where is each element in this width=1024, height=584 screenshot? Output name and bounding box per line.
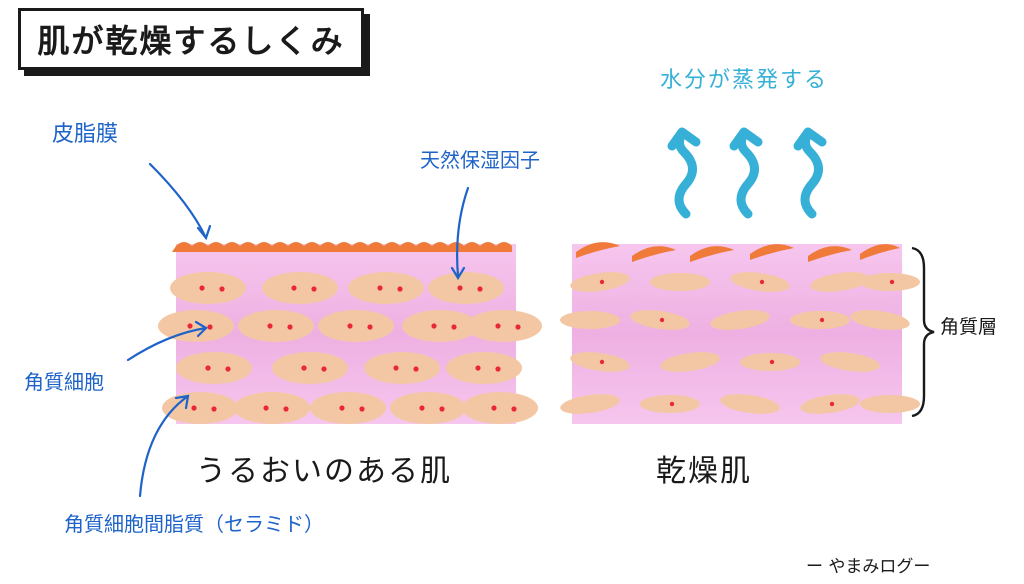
nmf-dot <box>207 324 213 330</box>
nmf-dot <box>191 405 197 411</box>
nmf-dot <box>439 406 445 412</box>
nmf-arrow <box>456 186 470 278</box>
dry-cell <box>820 352 880 372</box>
dry-skin-block <box>560 127 920 424</box>
moist-cell <box>238 310 314 342</box>
nmf-dot <box>599 279 605 285</box>
nmf-dot <box>495 323 501 329</box>
dry-cell <box>560 311 620 329</box>
nmf-dot <box>377 285 383 291</box>
nmf-dot <box>495 366 501 372</box>
ceramide-arrow <box>138 394 190 498</box>
nmf-dot <box>669 401 675 407</box>
nmf-dot <box>205 365 211 371</box>
sebum-label: 皮脂膜 <box>52 122 119 147</box>
annotation-arrows <box>126 162 470 498</box>
moist-cell <box>462 392 538 424</box>
moist-cell <box>262 272 338 304</box>
nmf-dot <box>367 324 373 330</box>
moist-skin-caption: うるおいのある肌 <box>196 454 452 489</box>
nmf-dot <box>301 365 307 371</box>
dry-cell <box>850 310 910 330</box>
broken-sebum <box>576 242 900 262</box>
nmf-dot <box>475 365 481 371</box>
nmf-dot <box>889 279 895 285</box>
water-evaporation-label: 水分が蒸発する <box>660 68 829 93</box>
page-title: 肌が乾燥するしくみ <box>37 22 345 60</box>
moist-cell <box>348 272 424 304</box>
nmf-dot <box>397 286 403 292</box>
nmf-dot <box>413 366 419 372</box>
moist-cell <box>390 392 466 424</box>
nmf-dot <box>769 359 775 365</box>
moist-cell <box>402 310 478 342</box>
moist-skin-block <box>158 242 542 424</box>
moist-cell <box>234 392 310 424</box>
nmf-dot <box>829 401 835 407</box>
nmf-dot <box>347 323 353 329</box>
nmf-dot <box>393 365 399 371</box>
nmf-dot <box>199 285 205 291</box>
nmf-dot <box>659 317 665 323</box>
nmf-dot <box>457 285 463 291</box>
nmf-dot <box>283 406 289 412</box>
moist-cell <box>176 352 252 384</box>
moist-cell <box>318 310 394 342</box>
corneocyte-arrow <box>126 326 208 362</box>
ceramide-label: 角質細胞間脂質（セラミド） <box>64 512 324 536</box>
moist-cell <box>170 272 246 304</box>
dry-cell <box>720 394 780 414</box>
nmf-label: 天然保湿因子 <box>420 148 540 172</box>
nmf-dot <box>511 406 517 412</box>
nmf-dot <box>267 323 273 329</box>
nmf-dot <box>515 324 521 330</box>
dry-cell <box>560 394 620 414</box>
moist-cells <box>158 272 542 424</box>
nmf-dot <box>287 324 293 330</box>
nmf-dot <box>291 285 297 291</box>
nmf-dot <box>211 406 217 412</box>
title-box: 肌が乾燥するしくみ <box>18 8 364 70</box>
dry-skin-caption: 乾燥肌 <box>656 454 752 489</box>
moist-cell <box>446 352 522 384</box>
nmf-dot <box>225 366 231 372</box>
sebum-film <box>172 242 512 252</box>
nmf-dot <box>419 405 425 411</box>
moist-cell <box>272 352 348 384</box>
moist-cell <box>158 310 234 342</box>
sebum-arrow <box>148 162 208 240</box>
dry-cell <box>710 310 770 330</box>
nmf-dot <box>759 279 765 285</box>
dry-cell <box>860 395 920 413</box>
dry-cell <box>650 273 710 291</box>
nmf-dot <box>339 405 345 411</box>
moist-cell <box>364 352 440 384</box>
nmf-dot <box>491 405 497 411</box>
nmf-dot <box>599 359 605 365</box>
nmf-dot <box>451 324 457 330</box>
dry-cells <box>560 272 920 414</box>
water-evaporation-arrows <box>667 127 827 219</box>
dry-cell <box>660 352 720 372</box>
corneocyte-label: 角質細胞 <box>24 370 104 394</box>
dry-cell <box>810 272 870 292</box>
nmf-dot <box>187 323 193 329</box>
nmf-dot <box>477 286 483 292</box>
author-credit: ー やまみログー <box>806 557 931 577</box>
nmf-dot <box>311 286 317 292</box>
moist-cell <box>162 392 238 424</box>
nmf-dot <box>819 317 825 323</box>
nmf-dot <box>431 323 437 329</box>
stratum-corneum-label: 角質層 <box>940 316 998 338</box>
moist-cell <box>428 272 504 304</box>
moist-cell <box>466 310 542 342</box>
moist-cell <box>310 392 386 424</box>
nmf-dot <box>321 366 327 372</box>
nmf-dot <box>263 405 269 411</box>
nmf-dot <box>219 286 225 292</box>
nmf-dot <box>359 406 365 412</box>
stratum-brace <box>911 246 935 418</box>
